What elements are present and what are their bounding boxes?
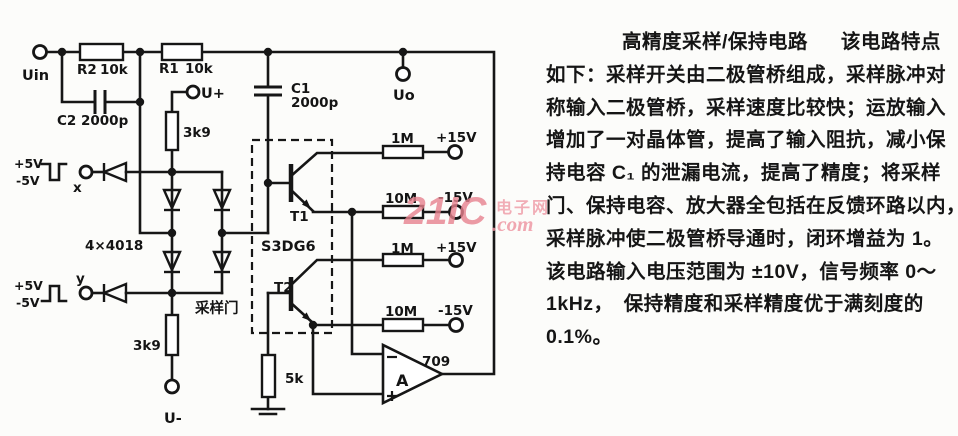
label-row4-volt: -15V xyxy=(438,303,473,319)
article-line: 如下：采样开关由二极管桥组成，采样脉冲对 xyxy=(546,63,947,86)
circuit-schematic: Uin R2 10k R1 10k C2 2000p C1 2000p U+ 3… xyxy=(14,42,496,427)
article-title: 高精度采样/保持电路 xyxy=(622,31,808,53)
label-row3-volt: +15V xyxy=(436,240,477,256)
capacitor-c2 xyxy=(93,90,107,114)
article-line: 称输入二极管桥，采样速度比较快；运放输入 xyxy=(546,96,947,119)
label-opamp-a: A xyxy=(396,371,409,390)
junction-dots xyxy=(57,47,408,330)
diode-x-input xyxy=(100,161,128,183)
label-r2-value: 10k xyxy=(100,62,129,78)
article-title-suffix: 该电路特点 xyxy=(840,31,941,53)
transistor-pair-box xyxy=(250,138,334,335)
label-row1-res: 1M xyxy=(391,131,414,147)
label-x: x xyxy=(73,180,82,196)
label-c1-value: 2000p xyxy=(291,95,339,111)
label-r1-value: 10k xyxy=(185,61,214,77)
article-text: 高精度采样/保持电路 该电路特点 如下：采样开关由二极管桥组成，采样脉冲对 称输… xyxy=(546,26,958,354)
label-y: y xyxy=(76,271,85,287)
label-x-pulse-high: +5V xyxy=(14,156,43,171)
label-u-plus: U+ xyxy=(201,86,225,102)
label-row4-res: 10M xyxy=(385,304,417,320)
label-x-pulse-low: -5V xyxy=(16,173,40,188)
article-line: 采样脉冲使二极管桥导通时，闭环增益为 1。 xyxy=(546,227,944,250)
article-line: 门、保持电容、放大器全包括在反馈环路以内， xyxy=(546,194,958,217)
label-c1: C1 xyxy=(291,81,310,97)
label-uo: Uo xyxy=(393,88,415,104)
article-line: 增加了一对晶体管，提高了输入阻抗，减小保 xyxy=(546,129,947,152)
terminals xyxy=(32,44,464,395)
diode-y-input xyxy=(100,282,128,304)
label-uin: Uin xyxy=(22,68,49,84)
article-line: 0.1%。 xyxy=(546,326,613,349)
article-line: 持电容 C₁ 的泄漏电流，提高了精度；将采样 xyxy=(546,162,941,185)
transistor-t1 xyxy=(288,164,311,209)
diode-bridge xyxy=(162,188,232,274)
label-t1: T1 xyxy=(290,209,309,225)
label-r1: R1 xyxy=(159,61,179,77)
label-y-pulse-high: +5V xyxy=(14,278,43,293)
article-line: 该电路输入电压范围为 ±10V，信号频率 0～ xyxy=(546,260,937,283)
label-row2-res: 10M xyxy=(385,191,417,207)
article-title-line: 高精度采样/保持电路 该电路特点 xyxy=(546,26,954,59)
label-u-minus: U- xyxy=(164,411,182,427)
transistor-t2 xyxy=(288,277,311,321)
label-3k9-bottom: 3k9 xyxy=(133,338,161,354)
label-t2: T2 xyxy=(274,280,293,296)
resistors xyxy=(78,42,425,399)
label-bridge: 4×4018 xyxy=(85,238,143,254)
label-r2: R2 xyxy=(77,62,97,78)
label-c2: C2 2000p xyxy=(57,113,129,129)
label-3k9-top: 3k9 xyxy=(183,125,211,141)
label-row1-volt: +15V xyxy=(436,130,477,146)
opamp xyxy=(381,342,445,406)
label-opamp-type: 709 xyxy=(422,354,450,370)
label-5k: 5k xyxy=(285,371,304,387)
label-row3-res: 1M xyxy=(391,241,414,257)
label-s3dg6: S3DG6 xyxy=(261,239,316,255)
label-y-pulse-low: -5V xyxy=(16,295,40,310)
label-row2-volt: -15V xyxy=(438,190,473,206)
capacitor-c1 xyxy=(254,85,282,97)
article-line: 1kHz， 保持精度和采样精度优于满刻度的 xyxy=(546,293,924,316)
label-sample-gate: 采样门 xyxy=(194,299,239,317)
